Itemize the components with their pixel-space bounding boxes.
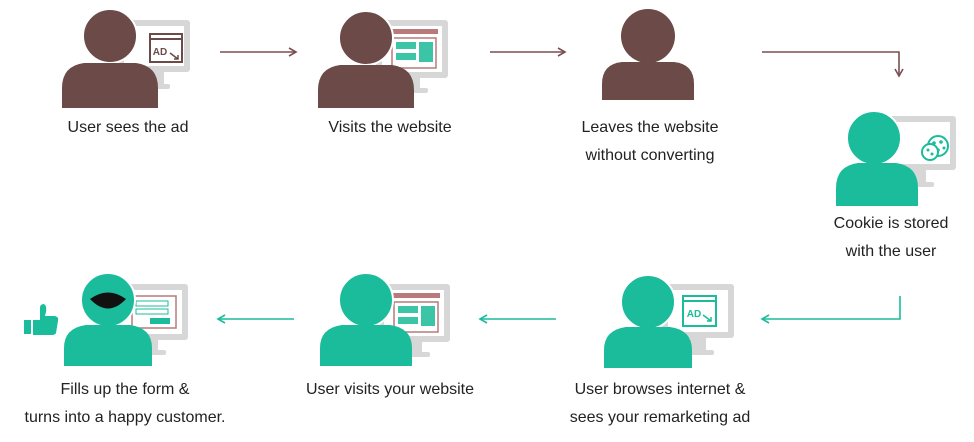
- step-2-label: Visits the website: [290, 114, 490, 142]
- person-icon: [320, 272, 412, 366]
- person-icon: [62, 8, 158, 108]
- monitor-icon: AD: [662, 284, 734, 355]
- person-icon: [836, 110, 918, 206]
- step-1-label-line-1: User sees the ad: [67, 119, 189, 136]
- person-icon: [604, 274, 692, 368]
- arrow-step-3-to-4: [762, 51, 904, 78]
- step-4-label: Cookie is stored with the user: [808, 210, 974, 266]
- step-4-label-line-2: with the user: [845, 243, 937, 260]
- step-7-label-line-1: Fills up the form &: [60, 381, 190, 398]
- step-7-icon: [24, 272, 188, 366]
- step-3-icon: [602, 9, 694, 100]
- step-6-label-line-1: User visits your website: [305, 381, 475, 398]
- happy-person-icon: [64, 272, 152, 366]
- step-4-icon: [836, 110, 956, 206]
- step-6-icon: [320, 272, 450, 366]
- step-7-label-line-2: turns into a happy customer.: [24, 409, 226, 426]
- step-6-label: User visits your website: [270, 376, 510, 404]
- person-icon: [602, 9, 694, 100]
- arrow-step-4-to-5: [760, 296, 901, 324]
- website-monitor-icon: [376, 20, 448, 93]
- person-icon: [318, 10, 414, 108]
- step-3-label-line-1: Leaves the website: [581, 119, 719, 136]
- cookie-icon: [921, 135, 949, 161]
- ad-label: AD: [687, 309, 701, 320]
- step-5-label-line-1: User browses internet &: [574, 381, 746, 398]
- step-3-label: Leaves the website without converting: [540, 114, 760, 170]
- step-7-label: Fills up the form & turns into a happy c…: [0, 376, 250, 432]
- step-4-label-line-1: Cookie is stored: [833, 215, 949, 232]
- step-1-icon: AD: [62, 8, 190, 108]
- step-5-label: User browses internet & sees your remark…: [540, 376, 780, 432]
- ad-label: AD: [153, 47, 167, 58]
- step-2-icon: [318, 10, 448, 108]
- step-5-label-line-2: sees your remarketing ad: [569, 409, 751, 426]
- thumbs-up-icon: [24, 304, 59, 335]
- step-3-label-line-2: without converting: [585, 147, 715, 164]
- step-5-icon: AD: [604, 274, 734, 368]
- step-2-label-line-1: Visits the website: [328, 119, 452, 136]
- step-1-label: User sees the ad: [28, 114, 228, 142]
